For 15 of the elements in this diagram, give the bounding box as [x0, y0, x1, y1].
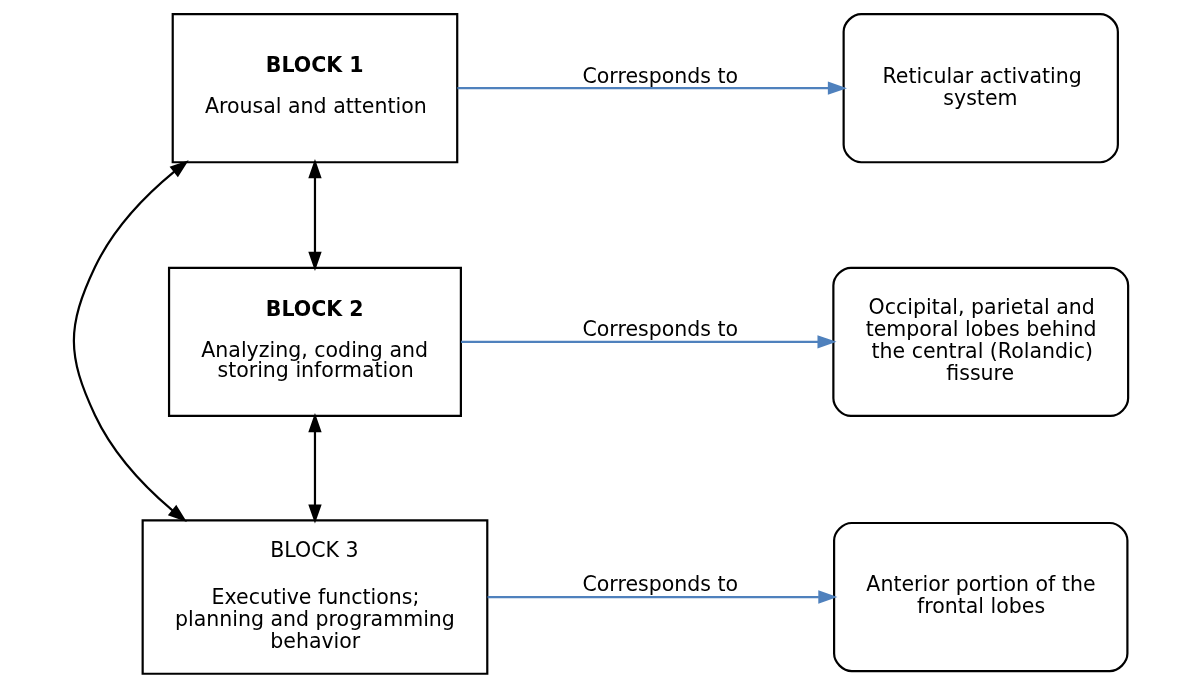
node-box: Anterior portion of the frontal lobes — [833, 521, 1129, 673]
arrow — [457, 81, 847, 95]
arrow — [308, 413, 322, 524]
node-box: Occipital, parietal and temporal lobes behind the central (Rolandic) fissure — [832, 266, 1130, 418]
arrow — [308, 159, 322, 271]
node-box: BLOCK 1 Arousal and attention — [171, 13, 459, 164]
arrow — [72, 160, 189, 523]
node-box: Reticular activating system — [842, 13, 1119, 164]
node-box: BLOCK 2 Analyzing, coding and storing information — [167, 266, 462, 418]
arrow — [487, 590, 838, 604]
node-box: BLOCK 3 Executive functions; planning and programming behavior — [141, 519, 489, 675]
edge-label: Corresponds to — [582, 572, 739, 597]
arrow — [461, 335, 837, 349]
edge-label: Corresponds to — [582, 317, 739, 342]
edge-label: Corresponds to — [582, 63, 739, 88]
